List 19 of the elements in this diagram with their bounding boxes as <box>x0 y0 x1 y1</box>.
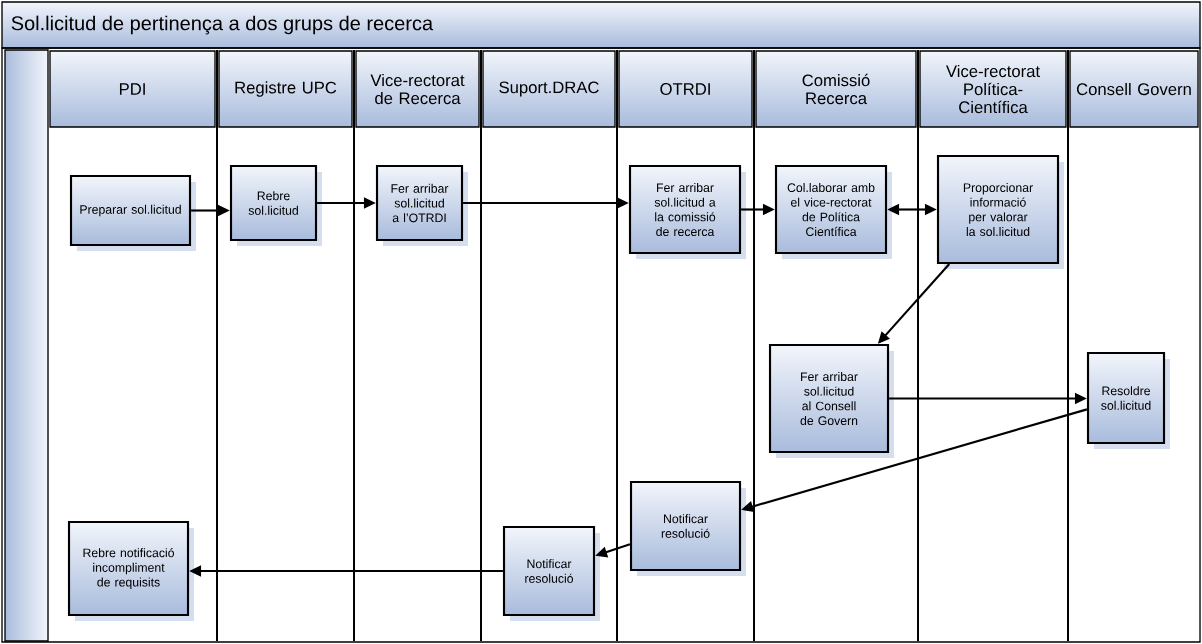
lane-header: Registre UPC <box>218 50 353 128</box>
process-box: Resoldre sol.licitud <box>1086 351 1170 449</box>
lane-header: Vice-rectorat Política-Científica <box>919 50 1067 128</box>
process-box: Notificar resolució <box>629 480 746 576</box>
process-box: Rebre sol.licitud <box>229 164 322 246</box>
lane-header: Suport.DRAC <box>482 50 616 128</box>
process-box: Proporcionar informació per valorar la sol.licitud <box>936 154 1064 269</box>
lane-header: Vice-rectorat de Recerca <box>355 50 480 128</box>
process-box: Rebre notificació incompliment de requisits <box>67 520 194 621</box>
process-box: Fer arribar sol.licitud a l’OTRDI <box>375 164 468 246</box>
process-box: Preparar sol.licitud <box>69 174 196 251</box>
process-box: Fer arribar sol.licitud a la comissió de recerca <box>628 164 746 259</box>
process-box: Col.laborar amb el vice-rectorat de Política Científica <box>774 164 892 259</box>
lane-header: Comissió Recerca <box>755 50 917 128</box>
process-box: Fer arribar sol.licitud al Consell de Govern <box>768 343 894 458</box>
lane-header: Consell Govern <box>1069 50 1199 128</box>
process-box: Notificar resolució <box>502 525 600 621</box>
lane-header: OTRDI <box>618 50 753 128</box>
lane-header: PDI <box>49 50 216 128</box>
